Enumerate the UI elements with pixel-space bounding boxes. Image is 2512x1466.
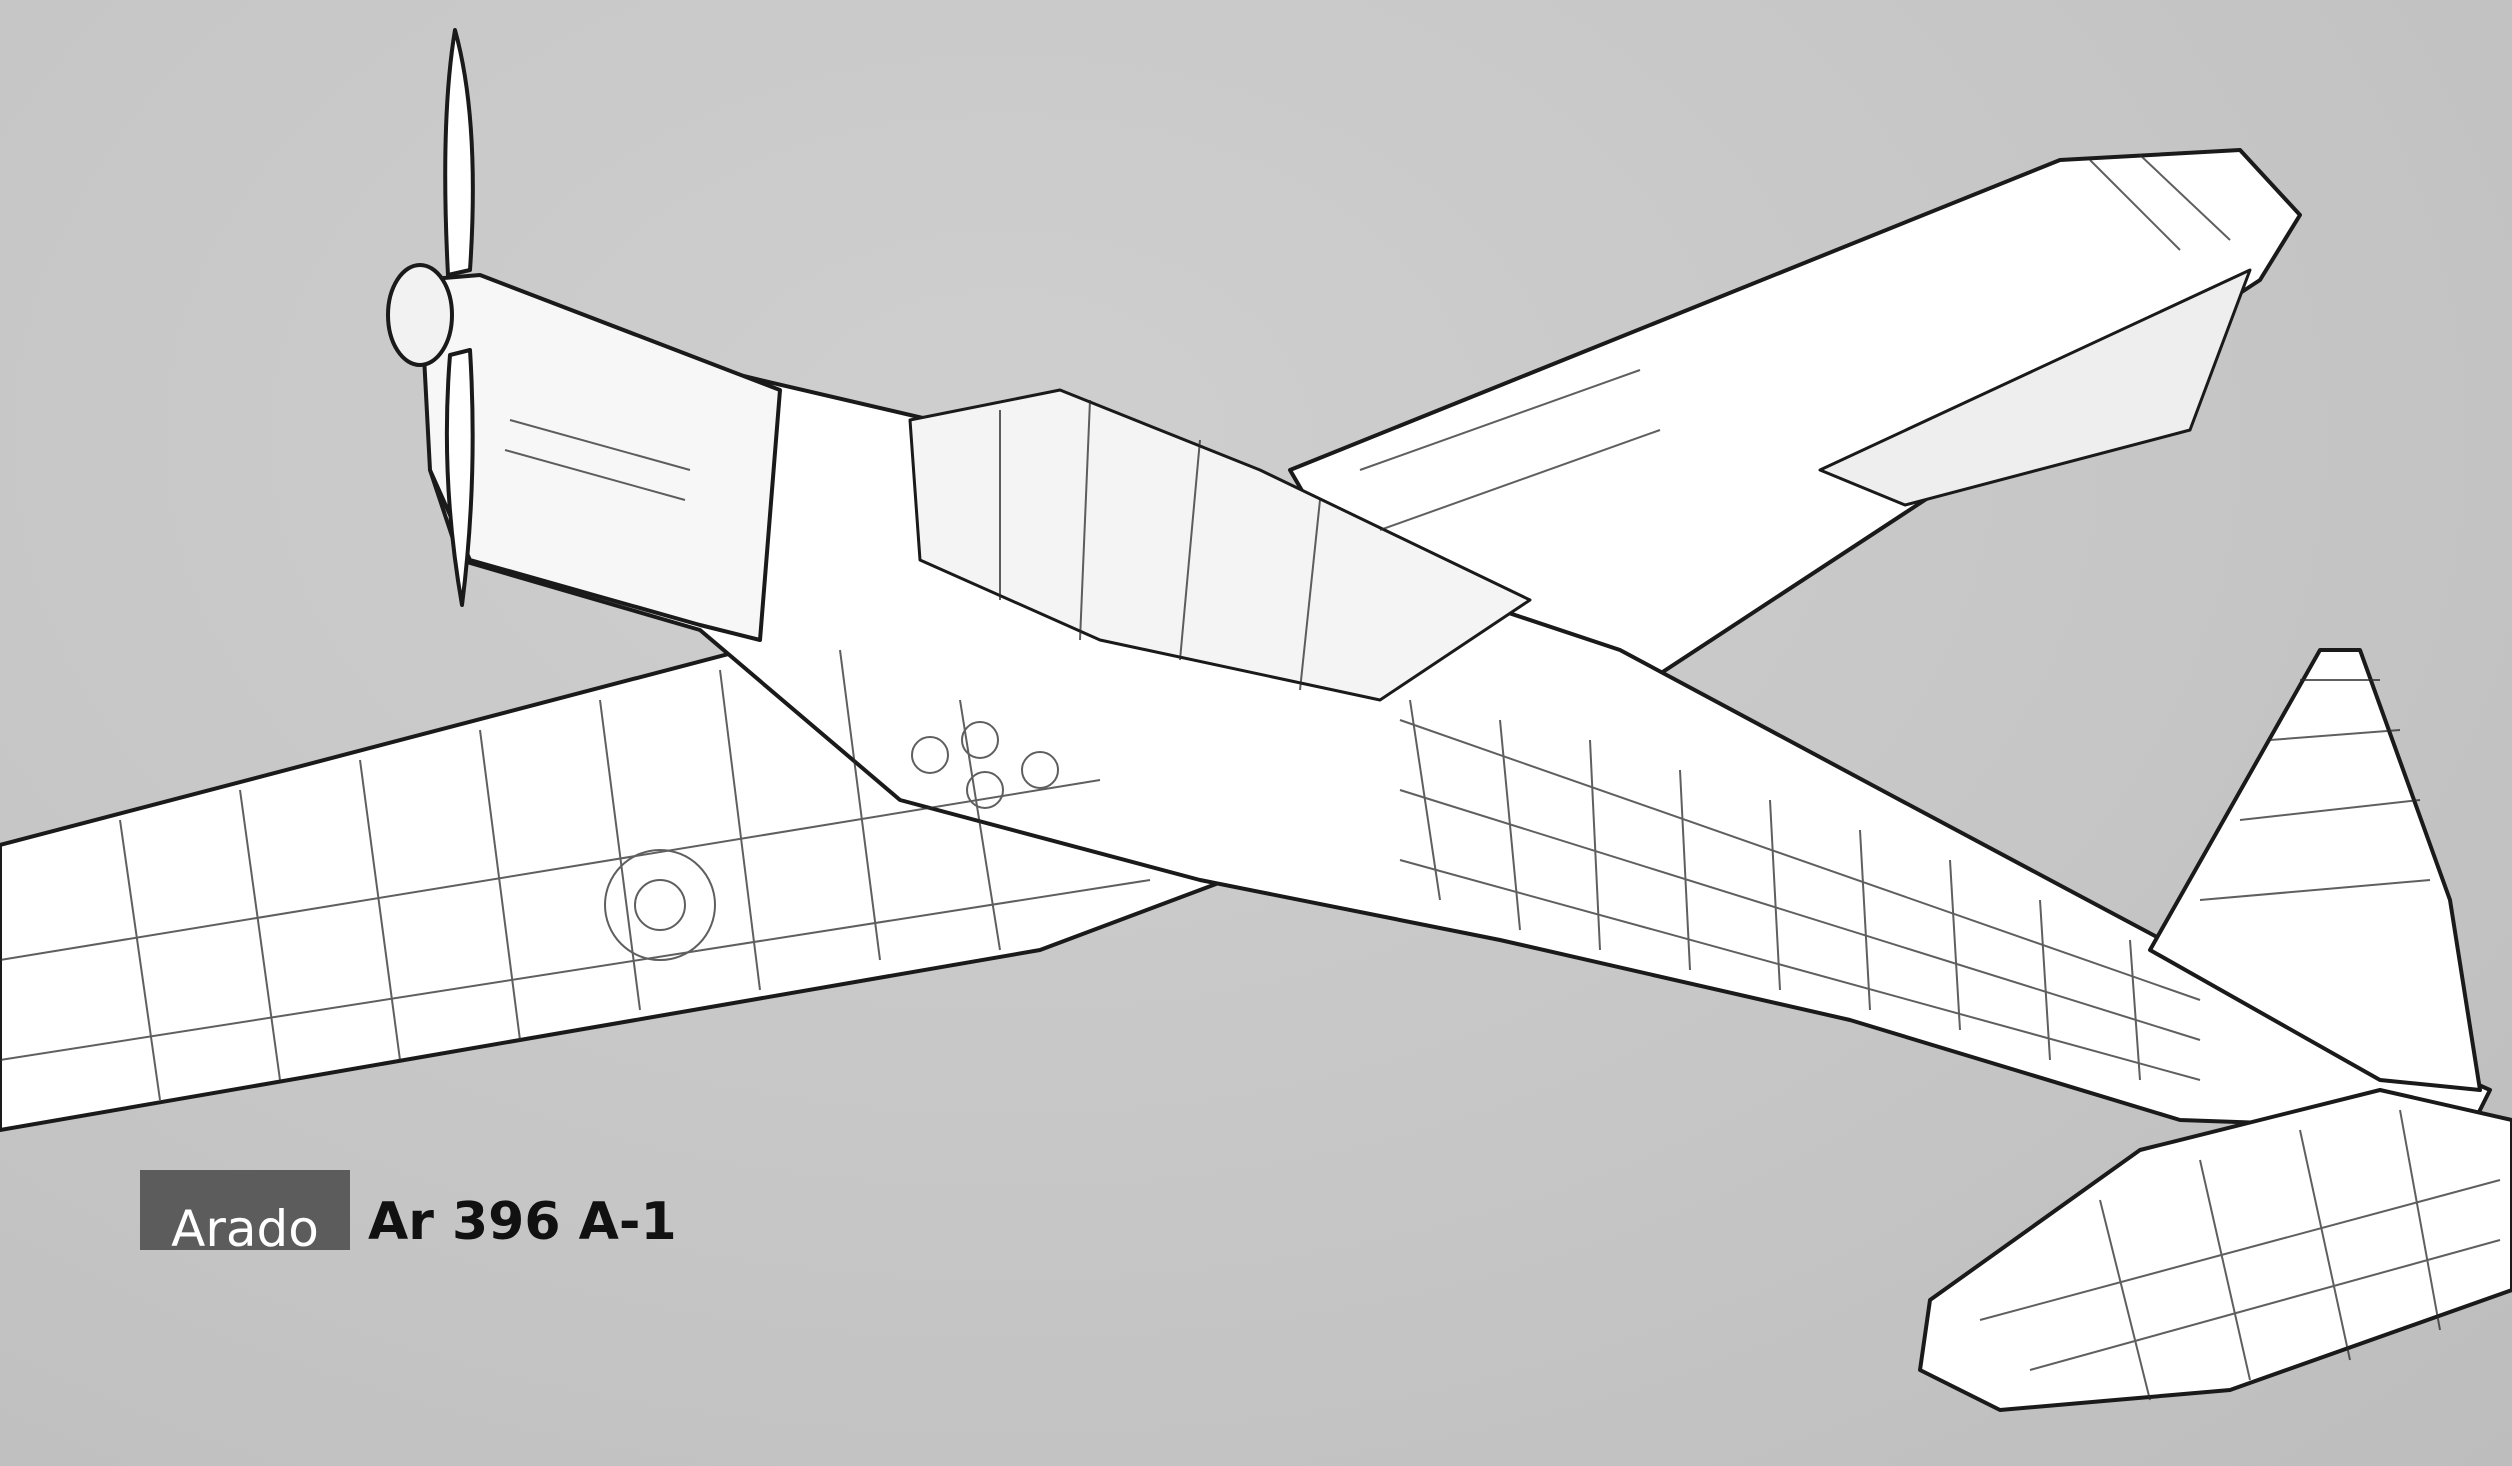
right-wing-flap [1818, 268, 2252, 507]
structure-lines [0, 154, 2501, 1401]
caption: Arado Ar 396 A-1 [140, 1170, 677, 1250]
horizontal-stabilizer [1918, 1088, 2512, 1412]
model-designation: Ar 396 A-1 [368, 1192, 677, 1252]
engine-cowling [418, 273, 782, 642]
maker-name: Arado [171, 1200, 319, 1250]
propeller-spinner [386, 263, 454, 367]
vertical-fin [2148, 648, 2482, 1092]
propeller-blade-upper [443, 28, 475, 277]
canopy [908, 388, 1532, 702]
propeller-blade-lower [444, 348, 475, 607]
maker-badge: Arado [140, 1170, 350, 1250]
